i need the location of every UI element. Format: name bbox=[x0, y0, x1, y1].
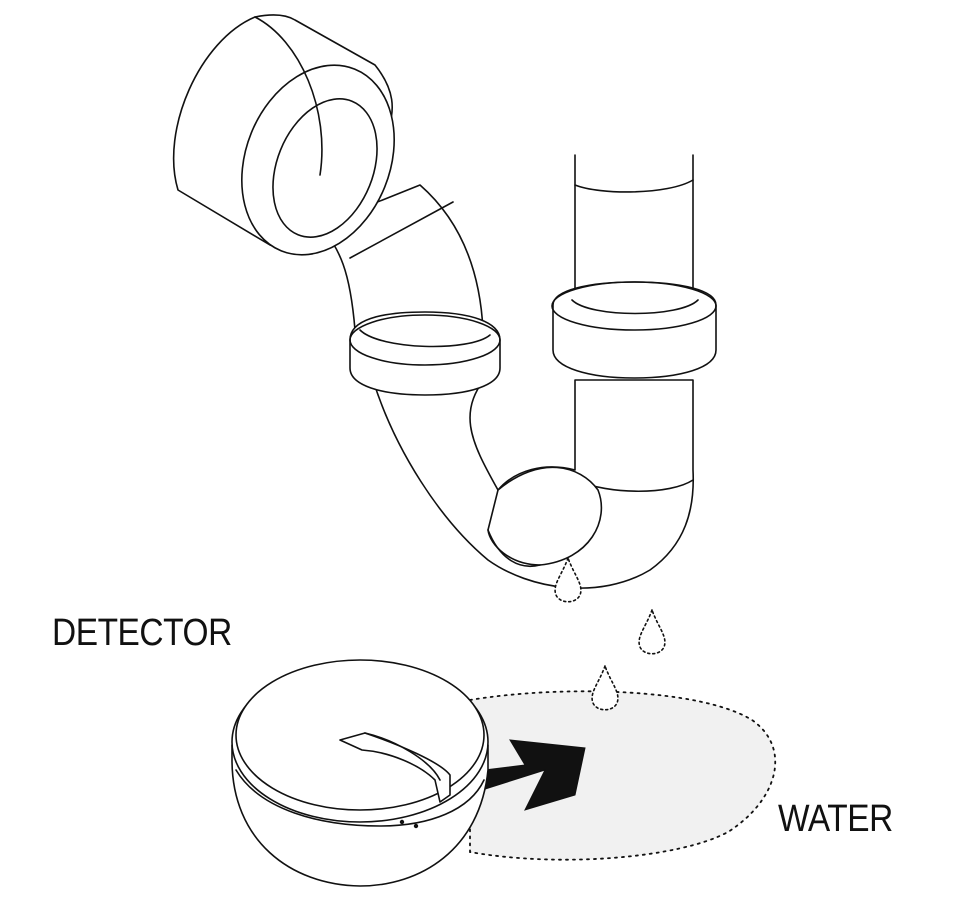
detector-label: DETECTOR bbox=[52, 612, 232, 655]
detector-device bbox=[232, 660, 488, 886]
p-trap-pipe bbox=[174, 15, 716, 588]
water-label: WATER bbox=[778, 798, 893, 841]
water-drop bbox=[592, 666, 618, 710]
water-drop bbox=[639, 610, 665, 654]
